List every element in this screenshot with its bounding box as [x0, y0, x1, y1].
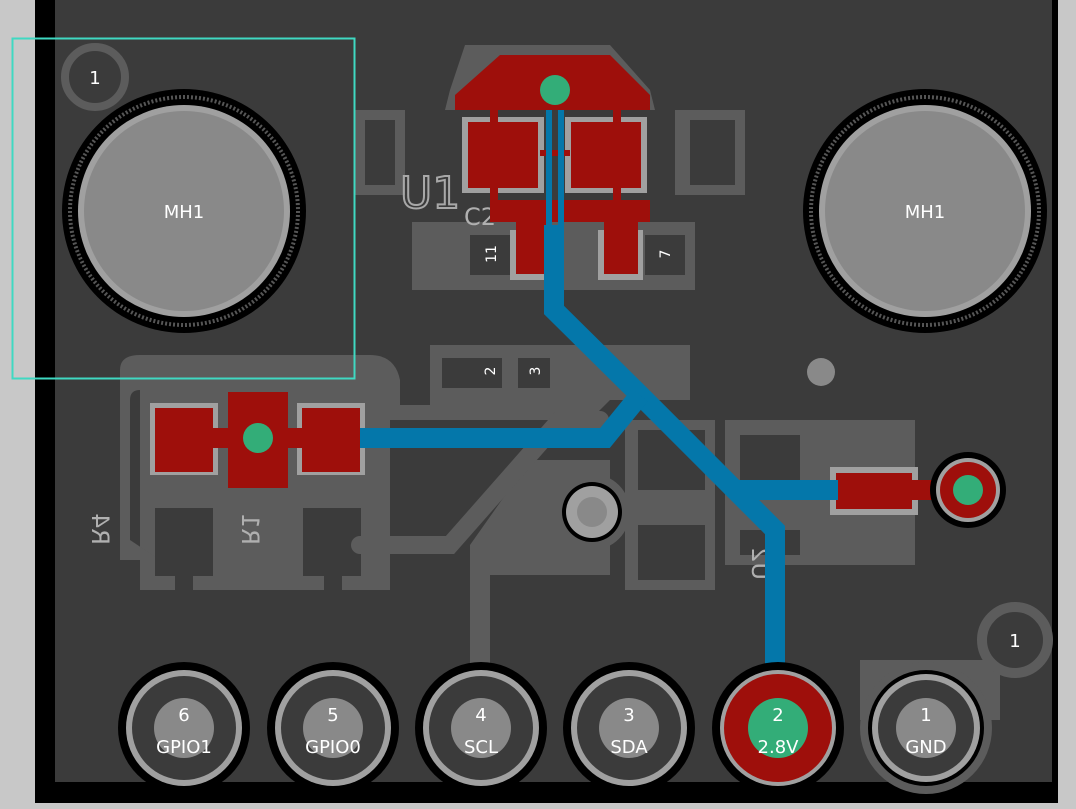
svg-text:SCL: SCL: [464, 737, 498, 758]
refdes-u1: U1: [400, 168, 460, 219]
back-copper-traces: [360, 225, 838, 690]
mounting-pad-middle: [554, 474, 630, 550]
mounting-hole-label: MH1: [905, 202, 946, 223]
connector-pin-2[interactable]: 2 2.8V: [712, 662, 844, 794]
pin1-marker-top-left: 1: [61, 43, 129, 111]
svg-text:7: 7: [658, 250, 674, 259]
svg-text:1: 1: [1009, 631, 1020, 652]
connector-pin-4[interactable]: 4 SCL: [415, 662, 547, 794]
back-copper-trace-thin: [558, 110, 564, 225]
back-copper-trace-thin: [546, 110, 552, 225]
npth-hole: [807, 358, 835, 386]
selection-box[interactable]: [11, 37, 356, 380]
svg-text:6: 6: [178, 705, 189, 726]
connector-pin-6[interactable]: 6 GPIO1: [118, 662, 250, 794]
trace-gpio1: [175, 560, 193, 680]
via-left[interactable]: [243, 423, 273, 453]
svg-text:11: 11: [484, 245, 500, 263]
svg-text:3: 3: [623, 705, 634, 726]
svg-text:SDA: SDA: [610, 737, 648, 758]
via-top[interactable]: [540, 75, 570, 105]
svg-text:3: 3: [528, 367, 544, 376]
svg-text:2: 2: [772, 705, 783, 726]
via-right[interactable]: [930, 452, 1006, 528]
refdes-r4: R4: [86, 513, 114, 545]
svg-text:4: 4: [475, 705, 486, 726]
svg-text:2: 2: [483, 367, 499, 376]
svg-text:GPIO0: GPIO0: [305, 737, 361, 758]
pin1-marker-bottom-right: 1: [977, 602, 1053, 678]
svg-text:1: 1: [89, 68, 100, 89]
mounting-hole-label: MH1: [164, 202, 205, 223]
svg-text:GND: GND: [905, 737, 946, 758]
svg-text:2.8V: 2.8V: [758, 737, 800, 758]
mounting-hole-right[interactable]: MH1: [803, 89, 1047, 333]
connector-pin-3[interactable]: 3 SDA: [563, 662, 695, 794]
svg-text:5: 5: [327, 705, 338, 726]
pad-numbers: 11 7 2 3: [475, 236, 680, 375]
connector-pin-1[interactable]: 1 GND: [860, 662, 992, 794]
connector-pin-5[interactable]: 5 GPIO0: [267, 662, 399, 794]
svg-text:1: 1: [920, 705, 931, 726]
mounting-hole-left[interactable]: MH1: [62, 89, 306, 333]
refdes-r1: R1: [236, 513, 264, 545]
trace-gpio0: [324, 560, 342, 680]
svg-text:GPIO1: GPIO1: [156, 737, 212, 758]
